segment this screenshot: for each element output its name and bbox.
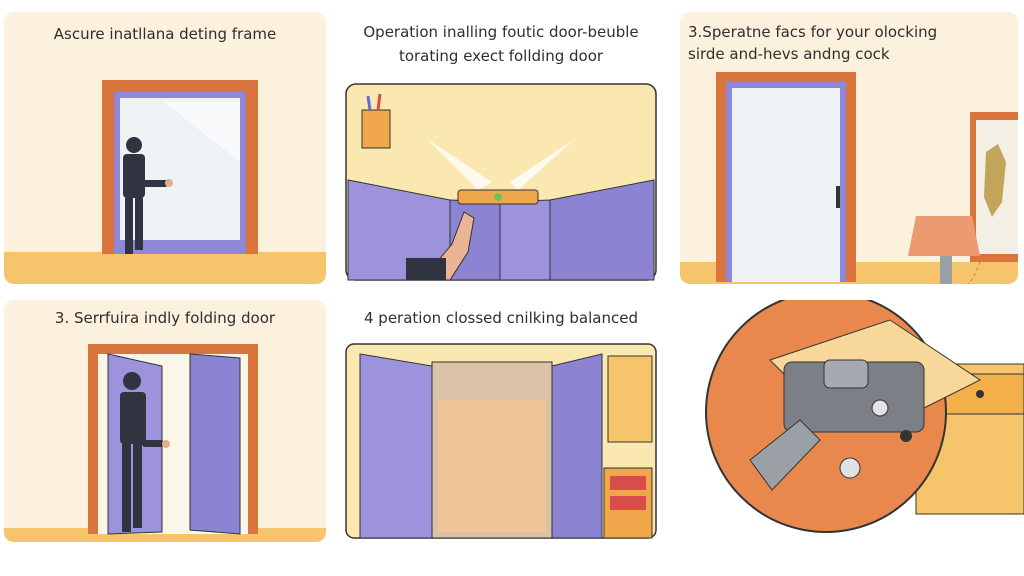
picture-figure xyxy=(984,144,1006,217)
step-5-panel: 4 peration clossed cnilking balanced xyxy=(340,300,662,542)
step-1-caption: Ascure inatllana deting frame xyxy=(53,25,277,43)
step-1-illustration xyxy=(4,80,326,284)
door-panel-right xyxy=(549,179,655,281)
step-3-panel: 3.Speratne facs for your olocking sirde … xyxy=(680,12,1018,284)
step-4-caption: 3. Serrfuira indly folding door xyxy=(54,309,276,327)
lamp-shade xyxy=(908,216,980,256)
hand xyxy=(420,211,475,281)
glass-reflection xyxy=(164,102,240,162)
step-5-caption: 4 peration clossed cnilking balanced xyxy=(364,309,638,327)
step-1-panel: Ascure inatllana deting frame xyxy=(4,12,326,284)
pencil-cup xyxy=(361,109,391,149)
step-3-caption-line2: sirde and-hevs andng cock xyxy=(688,45,890,63)
cabinet xyxy=(607,355,653,443)
step-2-panel: Operation inalling foutic door-beuble to… xyxy=(340,12,662,284)
step-4-panel: 3. Serrfuira indly folding door xyxy=(4,300,326,542)
glass-door xyxy=(732,88,840,282)
step-4-illustration xyxy=(4,344,326,542)
step-3-illustration xyxy=(680,72,1018,284)
folding-door-right xyxy=(551,353,603,539)
folding-door-right xyxy=(189,353,241,535)
step-3-caption-line1: 3.Speratne facs for your olocking xyxy=(688,23,938,41)
step-2-illustration xyxy=(345,83,657,281)
lock-bolt xyxy=(749,419,821,491)
lamp-stand xyxy=(940,256,952,284)
light-ray-right xyxy=(510,138,576,190)
worker-figure xyxy=(123,137,173,254)
worker-figure xyxy=(120,372,170,532)
sleeve xyxy=(406,258,446,280)
floor xyxy=(4,252,326,284)
door-handle xyxy=(836,186,840,208)
lock-dial xyxy=(871,399,889,417)
step-2-caption-line2: torating exect follding door xyxy=(398,47,604,65)
lock-closeup-illustration xyxy=(705,300,1024,533)
lock-closeup-panel xyxy=(680,300,1024,542)
light-ray-left xyxy=(426,138,492,190)
step-5-illustration xyxy=(345,343,657,539)
folding-door-left xyxy=(359,353,433,539)
step-2-caption-line1: Operation inalling foutic door-beuble xyxy=(363,23,639,41)
